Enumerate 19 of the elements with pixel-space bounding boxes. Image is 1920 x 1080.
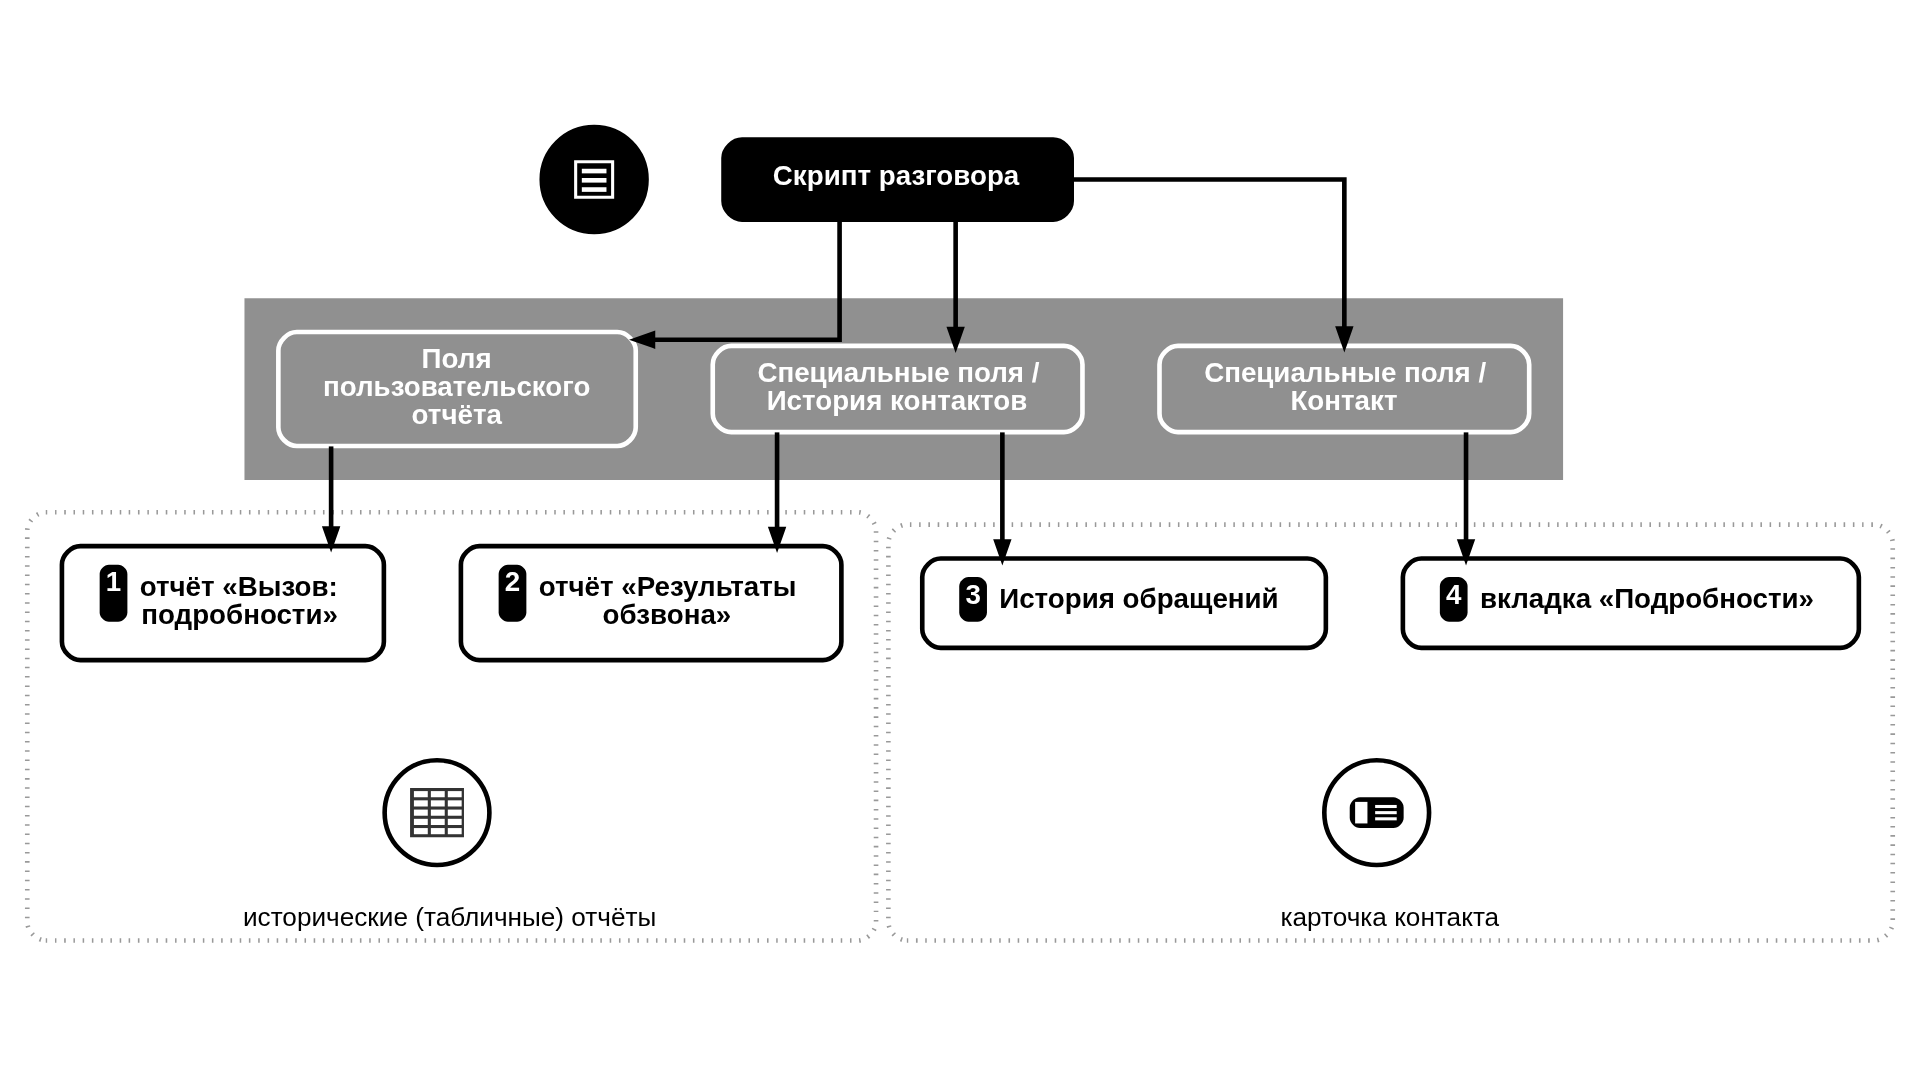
node-box: Поля пользовательского отчёта [276, 329, 639, 449]
arrow [1072, 177, 1354, 353]
node-box: 2 отчёт «Результаты обзвона» [458, 543, 844, 663]
cluster [244, 298, 1564, 480]
arrow [321, 446, 341, 553]
node-circle [539, 124, 649, 235]
node-circle [1322, 757, 1432, 868]
arrow [1456, 432, 1476, 566]
arrow [629, 219, 842, 349]
node-box: Специальные поля / Контакт [1157, 343, 1532, 435]
node-box: 1 отчёт «Вызов: подробности» [59, 543, 387, 663]
node-box: Скрипт разговора [721, 137, 1074, 222]
arrow [993, 432, 1012, 566]
node-circle [382, 757, 492, 868]
arrow [767, 432, 787, 554]
arrow [946, 219, 965, 353]
node-box: 3 История обращений [919, 556, 1329, 651]
node-box: 4 вкладка «Подробности» [1400, 556, 1862, 651]
node-box: Специальные поля / История контактов [710, 343, 1085, 435]
